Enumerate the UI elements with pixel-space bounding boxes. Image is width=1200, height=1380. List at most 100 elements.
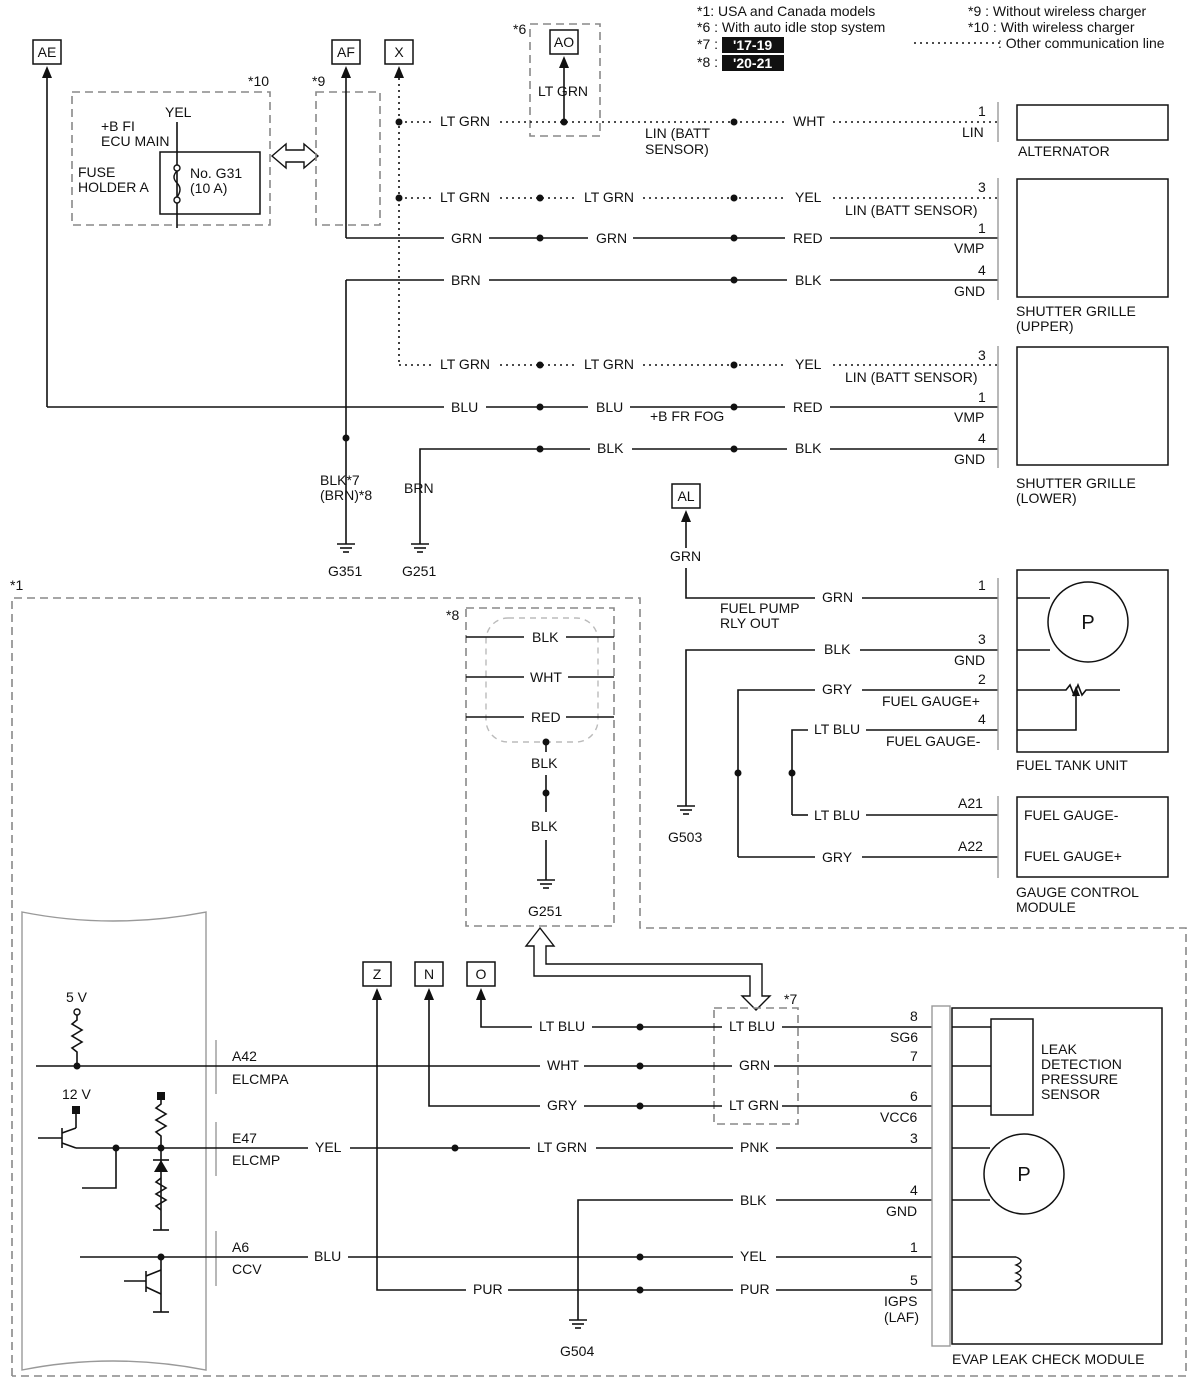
wire-evap-blk: BLK: [740, 1192, 767, 1208]
fuse-rating: (10 A): [190, 180, 227, 196]
shield-icon: [485, 617, 599, 743]
connector-af: [331, 39, 361, 65]
fuel-sender-wiper: [1017, 696, 1077, 731]
resistor-icon: [154, 1100, 168, 1148]
ftu-pin-3: 3: [978, 631, 986, 647]
note-10: *10: [248, 73, 269, 89]
double-arrow-icon: [270, 142, 320, 170]
wire-ftu-blk: BLK: [824, 641, 851, 657]
sgl-pin-3: 3: [978, 347, 986, 363]
connector-n: [414, 961, 444, 987]
transistor-icon: [145, 1269, 162, 1277]
junction: [536, 445, 544, 453]
ao-box: *6 LT GRN: [513, 21, 601, 137]
alt-pin-1: 1: [978, 103, 986, 119]
connector-ao: [549, 29, 579, 55]
signal-fuel-gauge-p: FUEL GAUGE+: [882, 693, 980, 709]
wire-o-ltblu: [480, 1000, 532, 1028]
wire-evap-ltgrn-2: LT GRN: [537, 1139, 587, 1155]
gcm-pin-a21: A21: [958, 795, 983, 811]
junction: [730, 118, 738, 126]
signal-lin-batt-b: SENSOR): [645, 141, 709, 157]
arrow-ao: [559, 56, 569, 68]
wire-sgl-blu-b: BLU: [596, 399, 623, 415]
evap-pin-1: 1: [910, 1239, 918, 1255]
ground-g504: G504: [560, 1343, 594, 1359]
junction: [542, 738, 550, 746]
evap-pin-6: 6: [910, 1088, 918, 1104]
gcm-input-2: FUEL GAUGE+: [1024, 848, 1122, 864]
junction: [395, 118, 403, 126]
evap-pin-5-signal: IGPS: [884, 1293, 917, 1309]
sgl-pin-1: 1: [978, 389, 986, 405]
signal-sgl-lin: LIN (BATT SENSOR): [845, 369, 978, 385]
fuse-wire-yel: YEL: [165, 104, 192, 120]
ldps-box: [990, 1018, 1034, 1116]
junction: [157, 1253, 165, 1261]
legend-note-8: *8 :: [697, 54, 718, 70]
top-wires: LT GRN WHT LIN (BATT SENSOR) LT GRN LT G…: [46, 78, 998, 510]
wire-evap-blu: BLU: [314, 1248, 341, 1264]
signal-lin-batt-a: LIN (BATT: [645, 125, 711, 141]
sgu-box: [1016, 178, 1169, 298]
gcm-label-b: MODULE: [1016, 899, 1076, 915]
wire-evap-pur-a: PUR: [473, 1281, 503, 1297]
evap-pin-8-signal: SG6: [890, 1029, 918, 1045]
arrow-x: [394, 66, 404, 78]
ftu-label: FUEL TANK UNIT: [1016, 757, 1128, 773]
note-7: *7: [784, 991, 797, 1007]
junction: [730, 276, 738, 284]
connector-x: [384, 39, 414, 65]
gcm-label-a: GAUGE CONTROL: [1016, 884, 1139, 900]
gcm-input-1: FUEL GAUGE-: [1024, 807, 1119, 823]
legend-note-6: *6 : With auto idle stop system: [697, 19, 885, 35]
fuse-holder-name-2: HOLDER A: [78, 179, 149, 195]
junction: [636, 1062, 644, 1070]
fuse-supply-2: ECU MAIN: [101, 133, 169, 149]
supply-terminal-icon: [72, 1106, 80, 1114]
junction: [451, 1144, 459, 1152]
evap-label: EVAP LEAK CHECK MODULE: [952, 1351, 1144, 1367]
ftu-pin-3-signal: GND: [954, 652, 985, 668]
sgu-label-a: SHUTTER GRILLE: [1016, 303, 1136, 319]
option-8-frame: [465, 607, 615, 927]
wire-sgl-ltgrn-2: LT GRN: [584, 356, 634, 372]
connector-z: [362, 961, 392, 987]
legend: *1: USA and Canada models *6 : With auto…: [697, 3, 1165, 71]
evap-pin-8: 8: [910, 1008, 918, 1024]
wire-al-grn: GRN: [670, 548, 701, 564]
wire-evap-pur-b: PUR: [740, 1281, 770, 1297]
junction: [636, 1023, 644, 1031]
junction: [788, 769, 796, 777]
leak-pump-motor-icon: [983, 1133, 1065, 1215]
ground-g251-shield: G251: [528, 903, 562, 919]
connector-n-label: N: [424, 966, 434, 982]
sgl-label-b: (LOWER): [1016, 490, 1077, 506]
junction: [542, 789, 550, 797]
connector-al-label: AL: [677, 488, 694, 504]
junction: [395, 194, 403, 202]
wire-sgl-blk-a: BLK: [597, 440, 624, 456]
fuel-sender-wiper-arrow: [1072, 686, 1080, 696]
region-1-frame: [11, 597, 1187, 1377]
connector-o: [466, 961, 496, 987]
connector-z-label: Z: [373, 966, 382, 982]
sgu-label-b: (UPPER): [1016, 318, 1074, 334]
top-connectors: AE AF X AO: [32, 29, 579, 65]
sgl-pin-4: 4: [978, 430, 986, 446]
ecm-12v: 12 V: [62, 1086, 91, 1102]
wire-gcm-gry: GRY: [822, 849, 853, 865]
wire-sgl-blk-b: BLK: [795, 440, 822, 456]
evap-module: 8 SG6 7 6 VCC6 3 4 GND 1 5 IGPS (LAF) LE…: [880, 1005, 1163, 1367]
top-junctions: [342, 118, 738, 453]
wire-ftu-ltblu-1: [791, 729, 808, 815]
wire-sgl-ltgrn-1: LT GRN: [440, 356, 490, 372]
arrow-af: [341, 66, 351, 78]
note-1: *1: [10, 577, 23, 593]
ecm-pin-e47: E47: [232, 1130, 257, 1146]
ground-g351: G351: [328, 563, 362, 579]
ldps-label-c: PRESSURE: [1041, 1071, 1118, 1087]
wire-sgu-brn: BRN: [451, 272, 481, 288]
fuse-term-2: [173, 196, 181, 204]
option-9-frame: [315, 91, 381, 226]
